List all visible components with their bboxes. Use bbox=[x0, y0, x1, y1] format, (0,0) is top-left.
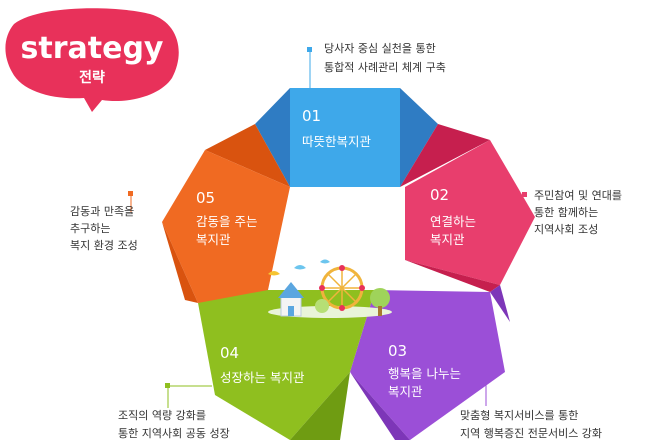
strategy-02-desc-2: 통한 함께하는 bbox=[534, 205, 598, 219]
strategy-02-label-2: 복지관 bbox=[430, 232, 465, 247]
strategy-05-label-1: 감동을 주는 bbox=[196, 214, 257, 229]
strategy-badge: strategy 전략 bbox=[5, 1, 179, 112]
strategy-01-number: 01 bbox=[302, 107, 321, 125]
callout-05: 감동과 만족을 추구하는 복지 환경 조성 bbox=[70, 191, 138, 252]
bird-icon bbox=[320, 259, 330, 264]
strategy-02-desc-3: 지역사회 조성 bbox=[534, 223, 598, 236]
strategy-02-desc-1: 주민참여 및 연대를 bbox=[534, 189, 622, 202]
center-illustration bbox=[268, 259, 392, 318]
bird-icon bbox=[294, 265, 306, 270]
callout-01: 당사자 중심 실천을 통한 통합적 사례관리 체계 구축 bbox=[307, 41, 446, 88]
badge-title: strategy bbox=[21, 31, 164, 66]
strategy-05-number: 05 bbox=[196, 189, 215, 207]
callout-04: 조직의 역량 강화를 통한 지역사회 공동 성장 bbox=[118, 383, 230, 440]
strategy-01-desc-2: 통합적 사례관리 체계 구축 bbox=[324, 61, 446, 74]
callout-03: 맞춤형 복지서비스를 통한 지역 행복증진 전문서비스 강화 bbox=[460, 373, 602, 440]
callout-02: 주민참여 및 연대를 통한 함께하는 지역사회 조성 bbox=[490, 189, 622, 236]
strategy-04-label: 성장하는 복지관 bbox=[220, 370, 305, 385]
strategy-05-label-2: 복지관 bbox=[196, 232, 231, 247]
strategy-segment-04: 04 성장하는 복지관 bbox=[198, 290, 375, 440]
badge-subtitle: 전략 bbox=[79, 69, 105, 86]
strategy-01-desc-1: 당사자 중심 실천을 통한 bbox=[324, 41, 436, 55]
strategy-03-number: 03 bbox=[388, 342, 407, 360]
tree-icon bbox=[370, 288, 390, 308]
strategy-03-desc-2: 지역 행복증진 전문서비스 강화 bbox=[460, 427, 602, 440]
strategy-05-desc-1: 감동과 만족을 bbox=[70, 205, 134, 218]
strategy-04-desc-2: 통한 지역사회 공동 성장 bbox=[118, 427, 230, 440]
strategy-02-label-1: 연결하는 bbox=[430, 214, 476, 229]
strategy-05-desc-3: 복지 환경 조성 bbox=[70, 239, 138, 252]
strategy-03-label-2: 복지관 bbox=[388, 384, 423, 399]
strategy-01-label: 따뜻한복지관 bbox=[302, 134, 372, 149]
strategy-segment-05: 05 감동을 주는 복지관 bbox=[162, 124, 290, 303]
bird-icon bbox=[268, 271, 280, 276]
strategy-02-number: 02 bbox=[430, 186, 449, 204]
strategy-04-number: 04 bbox=[220, 344, 239, 362]
strategy-segment-01: 01 따뜻한복지관 bbox=[255, 88, 438, 187]
strategy-03-label-1: 행복을 나누는 bbox=[388, 366, 461, 381]
strategy-segment-02: 02 연결하는 복지관 bbox=[400, 124, 535, 292]
strategy-03-desc-1: 맞춤형 복지서비스를 통한 bbox=[460, 409, 578, 422]
strategy-05-desc-2: 추구하는 bbox=[70, 221, 110, 235]
strategy-04-desc-1: 조직의 역량 강화를 bbox=[118, 409, 206, 422]
strategy-segment-03: 03 행복을 나누는 복지관 bbox=[350, 285, 510, 440]
